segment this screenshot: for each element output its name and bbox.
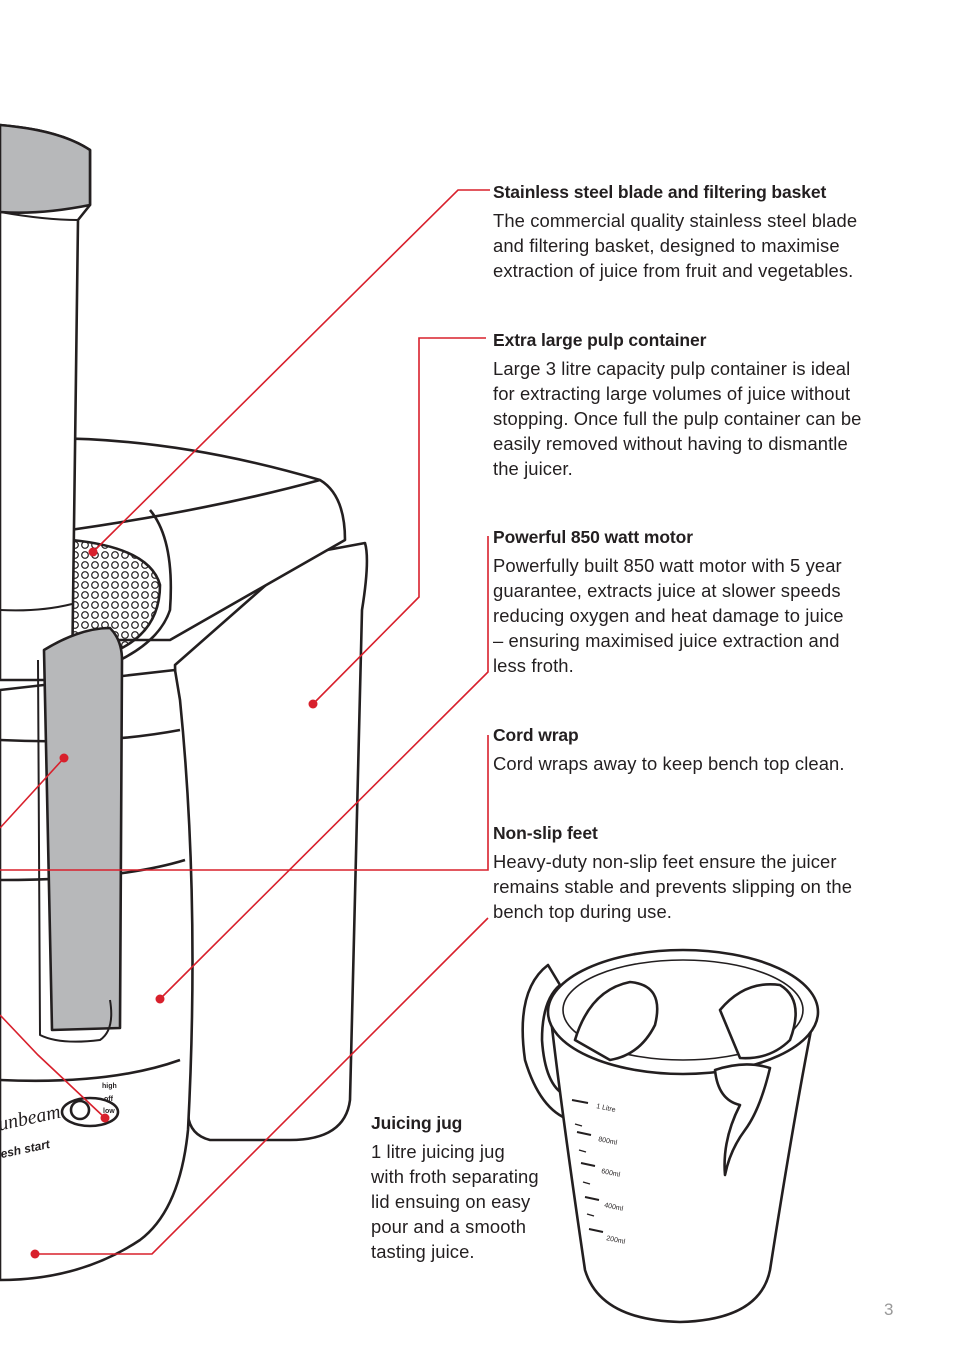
feature-title: Juicing jug [371,1113,463,1133]
callout-dots [30,547,318,1259]
callout-line-switch [0,1014,106,1119]
callout-line-motor [159,536,489,1000]
scale-400ml: 400ml [604,1202,625,1213]
callout-dot-spout [59,753,69,763]
switch-off-label: off [104,1096,114,1103]
switch-high-label: high [102,1083,117,1090]
feature-jug: Juicing jug 1 litre juicing jug with fro… [371,1111,571,1264]
callout-line-pulp [312,337,486,705]
callout-line-blade [92,189,490,553]
feature-title: Cord wrap [493,725,579,745]
jug-measurement-scale: 1 Litre 800ml 600ml 400ml 200ml [596,1103,627,1246]
juicing-jug-drawing [521,948,820,1324]
callout-line-cord [0,735,489,871]
feature-description: Heavy-duty non-slip feet ensure the juic… [493,851,853,922]
scale-800ml: 800ml [598,1136,619,1147]
feature-description: 1 litre juicing jug with froth separatin… [371,1141,539,1262]
switch-low-label: low [103,1108,115,1115]
callout-dot-motor [155,994,165,1004]
callout-dot-pulp [308,699,318,709]
callout-line-spout [0,757,65,829]
feature-title: Extra large pulp container [493,330,707,350]
callout-dot-blade [88,547,98,557]
feature-description: The commercial quality stainless steel b… [493,210,858,281]
feature-title: Powerful 850 watt motor [493,527,693,547]
feature-feet: Non-slip feet Heavy-duty non-slip feet e… [493,821,913,924]
feature-title: Non-slip feet [493,823,598,843]
page-number: 3 [884,1300,894,1319]
callout-line-feet [35,917,489,1255]
feature-pulp: Extra large pulp container Large 3 litre… [493,328,913,481]
callout-dot-switch [100,1113,110,1123]
feature-description: Large 3 litre capacity pulp container is… [493,358,862,479]
feature-blade: Stainless steel blade and filtering bask… [493,180,913,283]
feature-description: Cord wraps away to keep bench top clean. [493,753,845,774]
feature-title: Stainless steel blade and filtering bask… [493,182,827,202]
callout-dot-feet [30,1249,40,1259]
callout-lines [0,189,490,1255]
feature-description: Powerfully built 850 watt motor with 5 y… [493,555,844,676]
feature-cord: Cord wrap Cord wraps away to keep bench … [493,723,913,776]
scale-1-litre: 1 Litre [596,1103,617,1114]
feature-motor: Powerful 850 watt motor Powerfully built… [493,525,913,678]
scale-600ml: 600ml [601,1168,622,1179]
juicer-drawing [0,123,369,1282]
scale-200ml: 200ml [606,1235,627,1246]
